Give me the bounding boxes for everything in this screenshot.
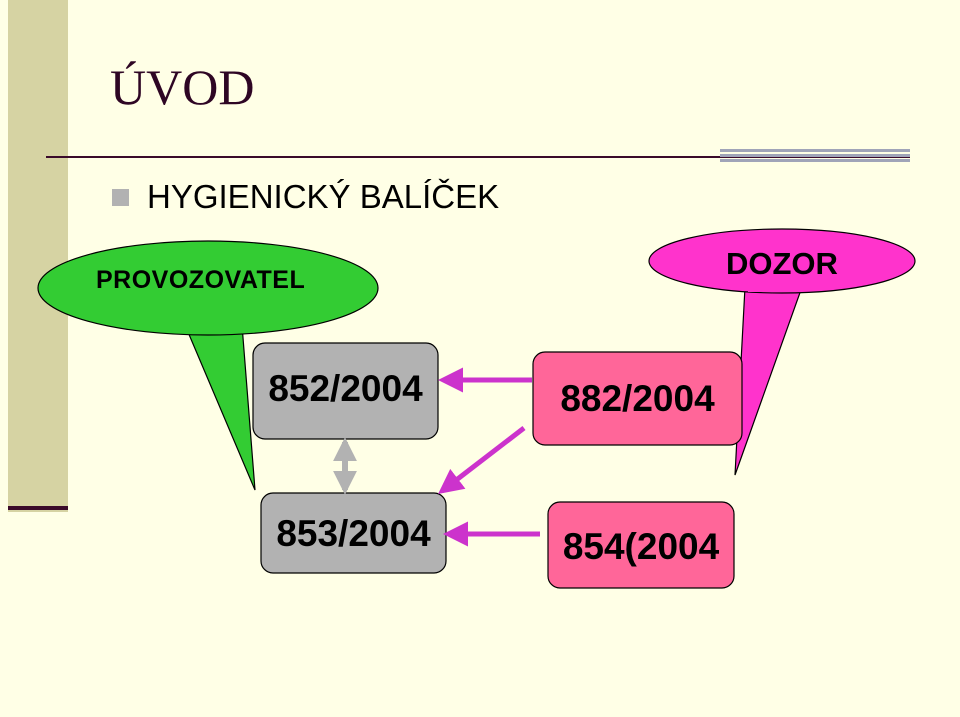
node-882-box — [532, 351, 743, 446]
node-882-label: 882/2004 — [560, 378, 715, 419]
node-854-label: 854(2004 — [562, 526, 720, 567]
bullet-text: HYGIENICKÝ BALÍČEK — [147, 178, 500, 215]
callout-dozor-label: DOZOR — [726, 246, 838, 281]
node-852-label: 852/2004 — [268, 368, 423, 409]
title-divider — [46, 156, 910, 158]
square-bullet-icon — [112, 188, 129, 206]
node-853-label: 853/2004 — [276, 513, 431, 554]
callout-dozor — [648, 228, 916, 476]
callout-provozovatel-label: PROVOZOVATEL — [96, 266, 306, 294]
callout-provozovatel — [37, 240, 379, 491]
node-854-box — [547, 501, 735, 589]
arrow-882-to-853 — [438, 426, 526, 495]
title-divider-accent — [720, 149, 910, 166]
bullet-item: HYGIENICKÝ BALÍČEK — [112, 178, 499, 216]
side-decoration-bar — [8, 0, 68, 512]
side-decoration-underline — [8, 506, 68, 510]
slide-title: ÚVOD — [110, 59, 255, 115]
